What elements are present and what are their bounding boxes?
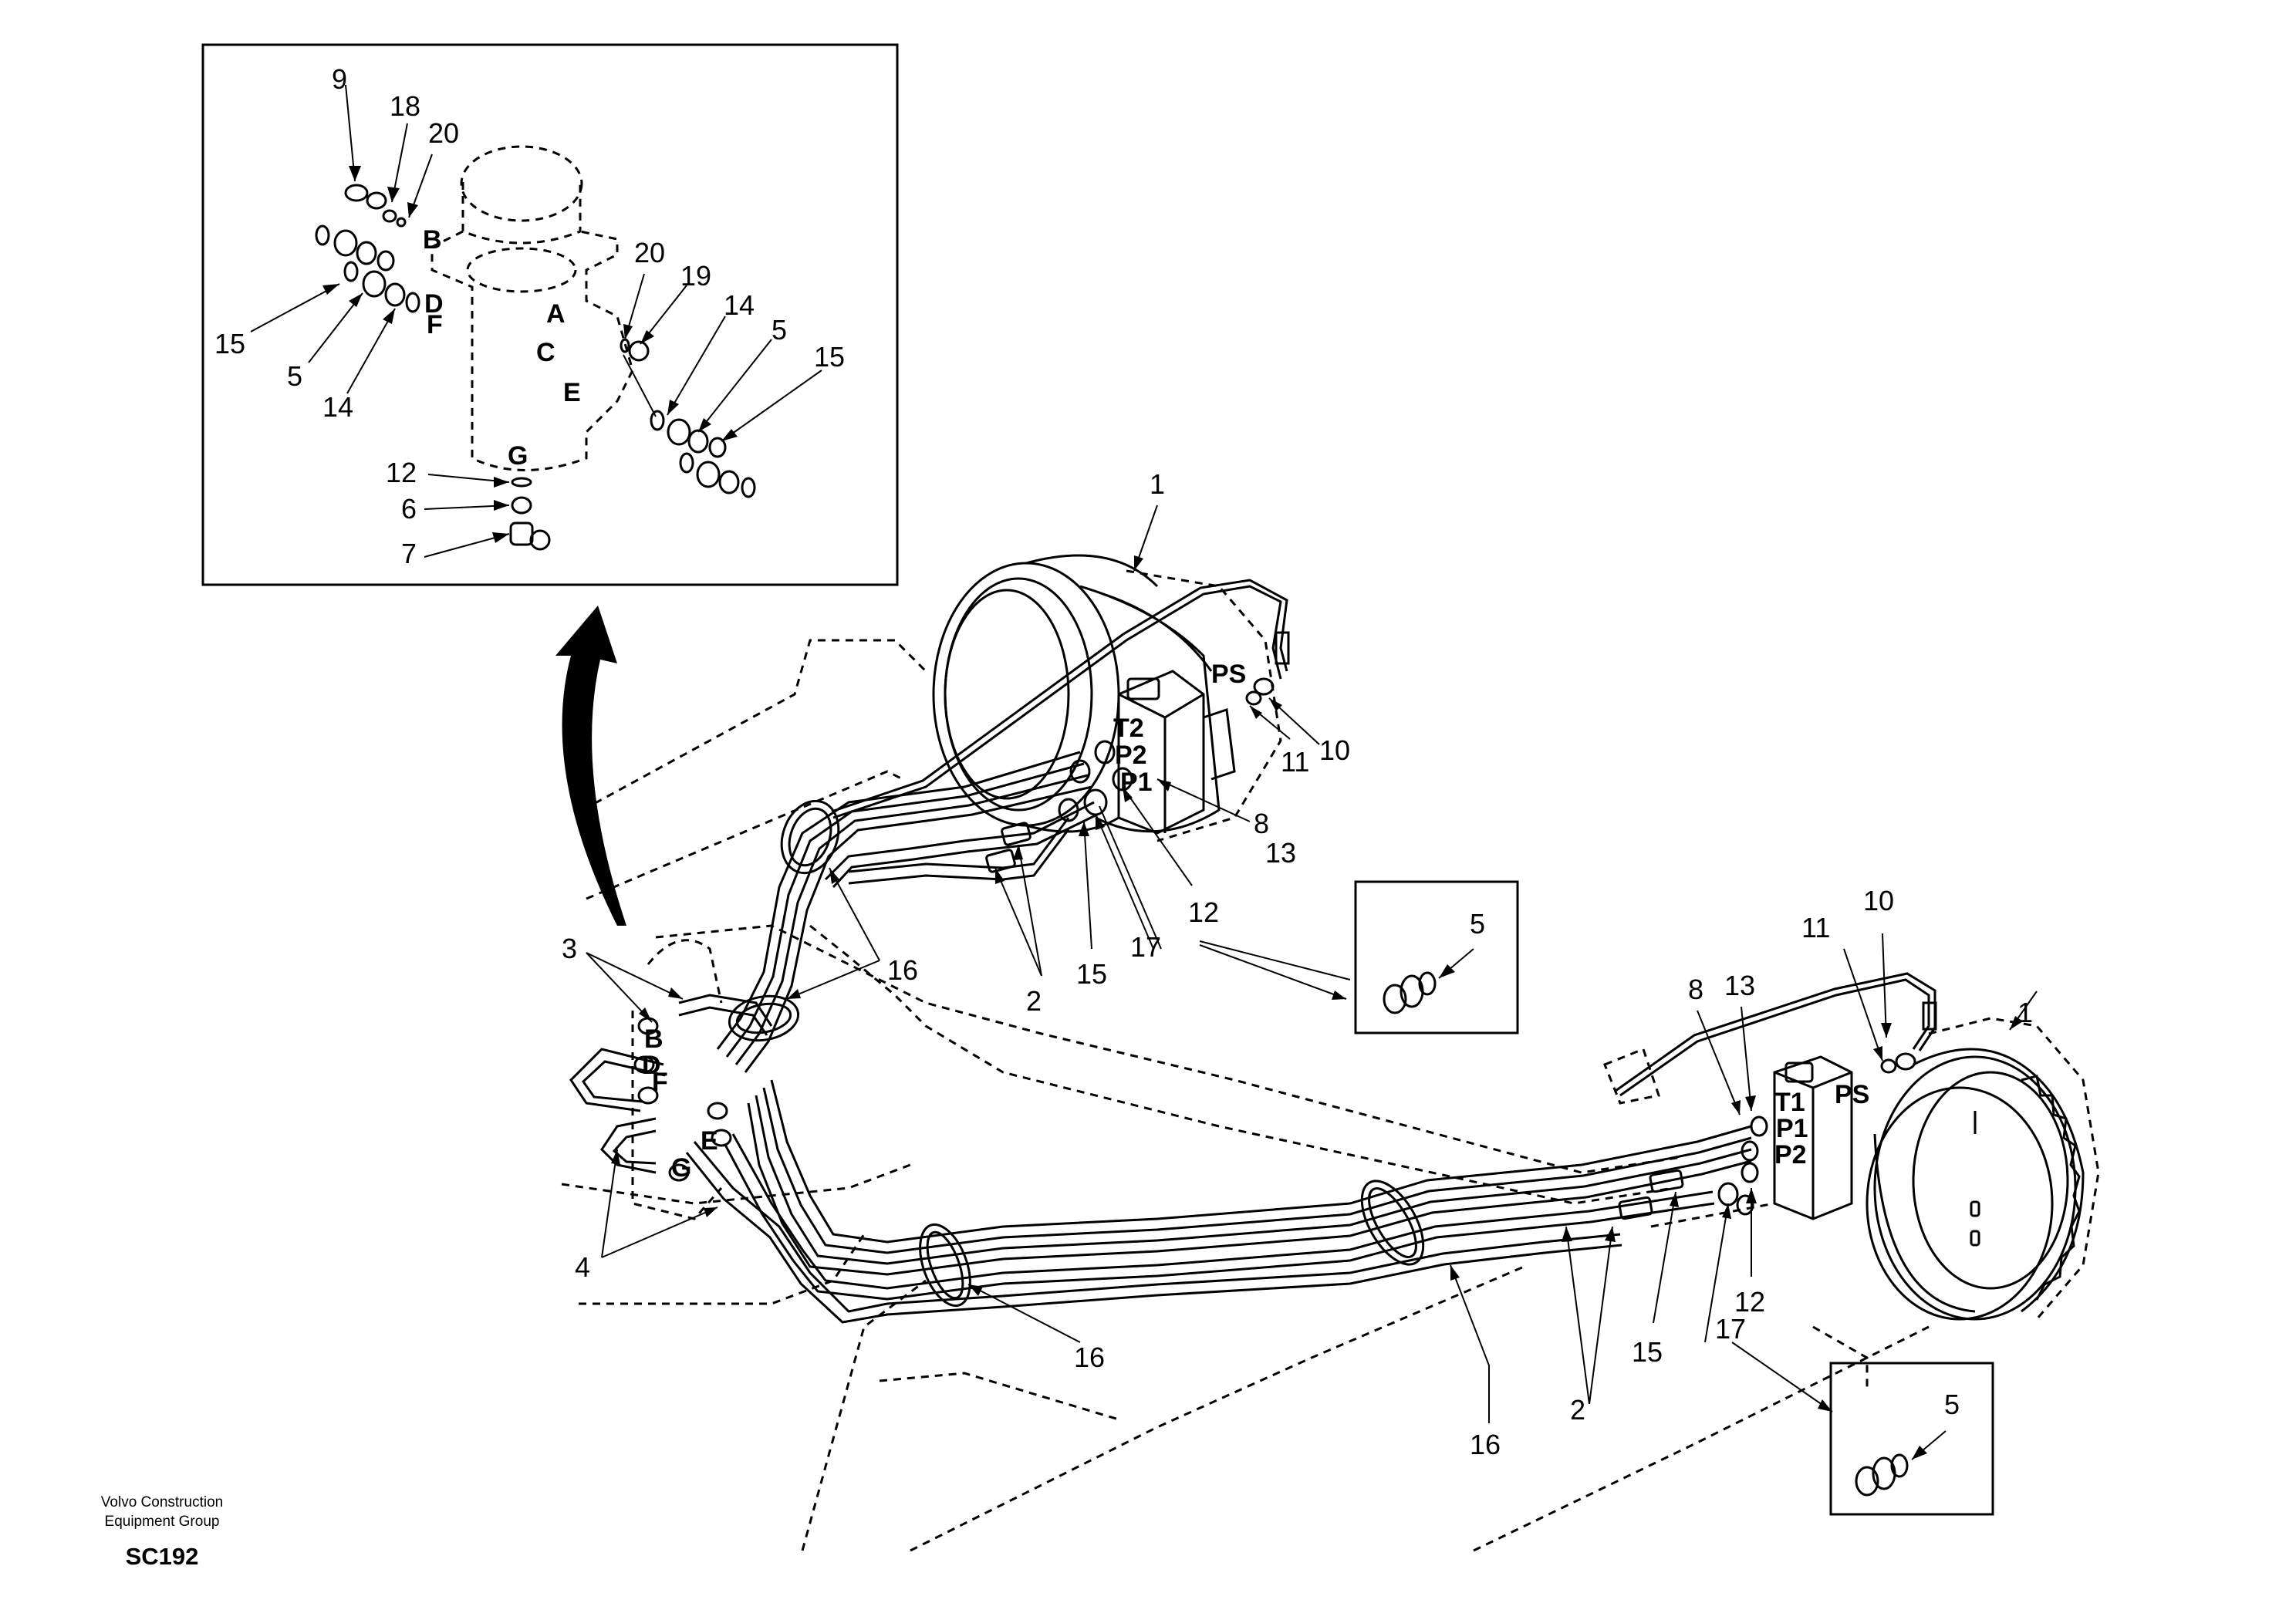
swivel-joint-outline xyxy=(430,145,634,471)
footer-company-line2: Equipment Group xyxy=(105,1514,220,1530)
fittings-right xyxy=(620,338,756,498)
port-PS-right: PS xyxy=(1835,1080,1869,1109)
fittings-bottom xyxy=(509,477,551,551)
inset-leaders xyxy=(250,84,822,558)
inset-port-B: B xyxy=(423,225,442,255)
port-P1-right: P1 xyxy=(1776,1114,1808,1143)
inset-callout-6: 6 xyxy=(401,493,417,525)
inset-port-C: C xyxy=(536,338,555,367)
callout-12-left: 12 xyxy=(1188,896,1219,928)
callout-10-right: 10 xyxy=(1863,885,1894,916)
callout-1-right: 1 xyxy=(2017,997,2033,1028)
inset-port-E: E xyxy=(563,378,581,407)
port-P2-right: P2 xyxy=(1774,1140,1807,1169)
port-G-joint: G xyxy=(671,1153,691,1183)
ps-pilot-line-left xyxy=(832,585,1282,819)
port-E-joint: E xyxy=(701,1126,718,1156)
fittings-upper-left xyxy=(315,184,420,313)
callout-4: 4 xyxy=(575,1251,590,1283)
callout-8-left: 8 xyxy=(1254,808,1269,839)
callout-15-right: 15 xyxy=(1632,1336,1663,1368)
inset-port-A: A xyxy=(546,299,566,329)
port-B-joint: B xyxy=(644,1024,663,1054)
detail2-callout-5: 5 xyxy=(1944,1389,1960,1420)
callout-17-left: 17 xyxy=(1130,931,1161,963)
port-T1-right: T1 xyxy=(1774,1088,1805,1117)
inset-callout-14b: 14 xyxy=(724,289,755,321)
inset-callout-15: 15 xyxy=(214,328,245,359)
inset-port-G: G xyxy=(508,441,528,471)
hose-clamps xyxy=(728,799,1425,1308)
port-P1-left: P1 xyxy=(1120,768,1153,797)
main-leaders xyxy=(586,505,2038,1423)
callout-17-right: 17 xyxy=(1715,1313,1746,1345)
reference-arrow xyxy=(555,606,626,926)
inset-callout-20: 20 xyxy=(428,117,459,149)
ps-pilot-line-right xyxy=(1619,978,1930,1097)
inset-callout-9: 9 xyxy=(332,63,347,95)
detail-box-1: 5 xyxy=(1354,880,1519,1034)
inset-port-D: D xyxy=(424,289,444,319)
callout-12-right: 12 xyxy=(1734,1286,1765,1318)
callout-3: 3 xyxy=(562,933,577,964)
callout-1-left: 1 xyxy=(1150,468,1165,500)
callout-13-right: 13 xyxy=(1724,970,1755,1001)
callout-11-left: 11 xyxy=(1281,746,1309,778)
port-PS-left: PS xyxy=(1211,660,1246,689)
travel-motor-left xyxy=(932,554,1282,842)
inset-callout-20b: 20 xyxy=(634,237,665,268)
callout-2-left: 2 xyxy=(1026,985,1042,1017)
callout-11-right: 11 xyxy=(1801,912,1830,943)
detail1-callout-5: 5 xyxy=(1470,908,1485,940)
port-D-joint: D xyxy=(642,1051,661,1080)
callout-16-upper: 16 xyxy=(887,954,918,986)
callout-10-left: 10 xyxy=(1319,734,1350,766)
footer-company-line1: Volvo Construction xyxy=(101,1494,223,1510)
swivel-joint-main xyxy=(631,939,732,1220)
callout-2-right: 2 xyxy=(1570,1394,1585,1426)
inset-callout-5b: 5 xyxy=(772,314,787,346)
hose-bundle xyxy=(569,751,1752,1324)
inset-frame xyxy=(201,43,899,586)
inset-callout-7: 7 xyxy=(401,538,417,569)
callout-16-lower: 16 xyxy=(1074,1342,1105,1373)
undercarriage-frame-outline xyxy=(561,639,1930,1552)
footer-code: SC192 xyxy=(126,1543,199,1570)
inset-port-F: F xyxy=(427,310,443,339)
inset-callout-5: 5 xyxy=(287,360,302,392)
port-P2-left: P2 xyxy=(1115,741,1147,770)
callout-16-right: 16 xyxy=(1470,1429,1501,1460)
inset-callout-12: 12 xyxy=(386,457,417,488)
inset-callout-15b: 15 xyxy=(814,341,845,373)
inset-callout-18: 18 xyxy=(390,90,420,122)
inset-callout-14: 14 xyxy=(322,391,353,423)
footer-logo-block: Volvo Construction Equipment Group SC192 xyxy=(101,1494,223,1570)
detail-box-2: 5 xyxy=(1829,1362,1994,1516)
callout-8-right: 8 xyxy=(1688,974,1703,1005)
port-T2-left: T2 xyxy=(1113,714,1144,743)
inset-detail-swivel-joint: 9 18 20 15 5 14 20 19 14 5 15 12 6 7 B D… xyxy=(201,43,899,586)
port-F-joint: F xyxy=(652,1068,668,1097)
callout-13-left: 13 xyxy=(1265,837,1296,869)
callout-15-left: 15 xyxy=(1076,958,1107,990)
inset-callout-19: 19 xyxy=(680,260,711,292)
